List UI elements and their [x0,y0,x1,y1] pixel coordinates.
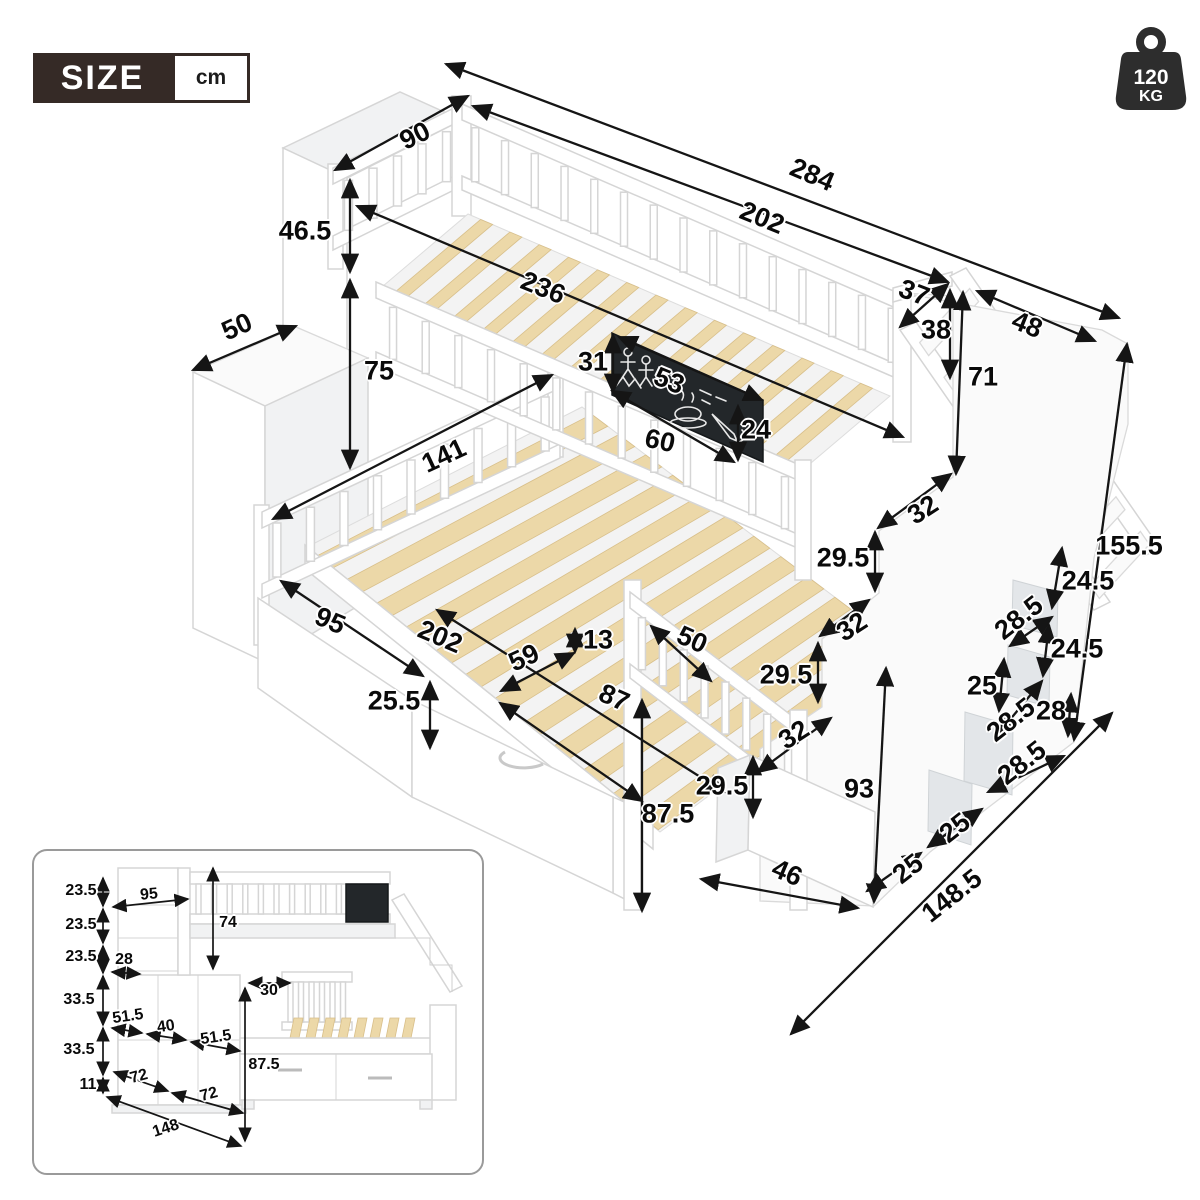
dimension-arrows [190,61,1134,1036]
dim-label: 93 [843,773,875,804]
dim-label: 74 [219,914,237,931]
weight-icon [1115,27,1187,110]
upper-right-post [892,291,912,443]
dim-label: 29.5 [695,770,749,801]
dim-label: 87.5 [641,798,695,829]
dim-label: 46.5 [278,215,332,246]
dim-label: 25.5 [367,685,421,716]
dim-label: 60 [642,422,678,459]
dim-label: 24.5 [1050,633,1104,664]
dim-label: 30 [260,982,278,999]
dim-label: 23.5 [65,948,97,965]
inset-arrows [96,866,292,1148]
size-badge: SIZE cm [33,53,250,103]
dim-label: 24 [740,414,772,445]
dim-label: 155.5 [1095,530,1163,561]
dim-label: 25 [966,670,998,701]
dim-label: 13 [582,624,614,655]
dim-label: 28 [115,951,133,968]
size-label: SIZE [33,53,172,103]
dim-label: 33.5 [63,1041,95,1058]
dim-label: 23.5 [65,916,97,933]
unit-label: cm [172,53,250,103]
dim-label: 23.5 [65,882,97,899]
dim-label: 40 [155,1016,176,1037]
dim-label: 29.5 [816,542,870,573]
dim-label: 71 [967,361,999,392]
max-load-unit: KG [1139,88,1163,105]
dim-label: 29.5 [759,659,813,690]
dim-label: 24.5 [1061,565,1115,596]
dim-label: 87.5 [248,1056,280,1073]
max-load-badge: 120 KG [1112,26,1190,120]
dim-label: 28 [1035,695,1067,726]
dim-label: 95 [139,885,159,904]
dim-label: 33.5 [63,991,95,1008]
dim-label: 75 [363,355,395,386]
dim-label: 38 [920,314,952,345]
inset-view [32,849,484,1175]
dim-label: 31 [577,346,609,377]
max-load-value: 120 [1133,66,1169,89]
dim-label: 11 [79,1076,97,1093]
